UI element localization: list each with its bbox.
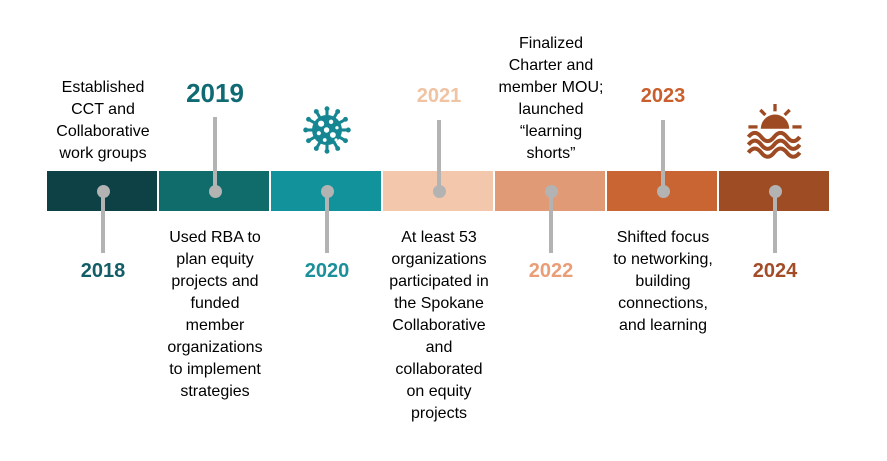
year-label-2023: 2023 — [640, 85, 686, 107]
year-label-2022: 2022 — [528, 260, 574, 282]
year-label-2018: 2018 — [80, 260, 126, 282]
milestone-text-2021: At least 53 organizations participated i… — [389, 229, 489, 422]
connector-dot — [96, 185, 110, 198]
connector-dot — [544, 185, 558, 198]
connector-dot — [208, 185, 222, 198]
connector-dot — [432, 185, 446, 198]
connector-line — [437, 120, 441, 192]
timeline-column-2019: 2019 Used RBA to plan equity projects an… — [159, 0, 271, 461]
timeline-column-2023: 2023 Shifted focus to networking, buildi… — [607, 0, 719, 461]
connector-line — [549, 191, 553, 253]
milestone-text-2023: Shifted focus to networking, building co… — [613, 229, 713, 334]
milestone-text-2019: Used RBA to plan equity projects and fun… — [167, 229, 263, 400]
timeline-column-2021: 2021 At least 53 organizations participa… — [383, 0, 495, 461]
connector-line — [773, 191, 777, 253]
milestone-text-2022: Finalized Charter and member MOU; launch… — [498, 35, 604, 162]
connector-dot — [320, 185, 334, 198]
milestone-text-2018: Established CCT and Collaborative work g… — [56, 79, 150, 162]
timeline-column-2022: Finalized Charter and member MOU; launch… — [495, 0, 607, 461]
year-label-2021: 2021 — [416, 85, 462, 107]
year-label-2024: 2024 — [752, 260, 798, 282]
connector-dot — [768, 185, 782, 198]
timeline-column-2024: 2024 — [719, 0, 831, 461]
sunrise-over-water-icon — [746, 104, 802, 159]
virus-icon — [303, 106, 351, 154]
connector-line — [661, 120, 665, 192]
connector-line — [101, 191, 105, 253]
connector-line — [213, 117, 217, 192]
year-label-2019: 2019 — [186, 78, 244, 108]
year-label-2020: 2020 — [304, 260, 350, 282]
connector-dot — [656, 185, 670, 198]
connector-line — [325, 191, 329, 253]
timeline-column-2018: Established CCT and Collaborative work g… — [47, 0, 159, 461]
timeline-column-2020: 2020 — [271, 0, 383, 461]
